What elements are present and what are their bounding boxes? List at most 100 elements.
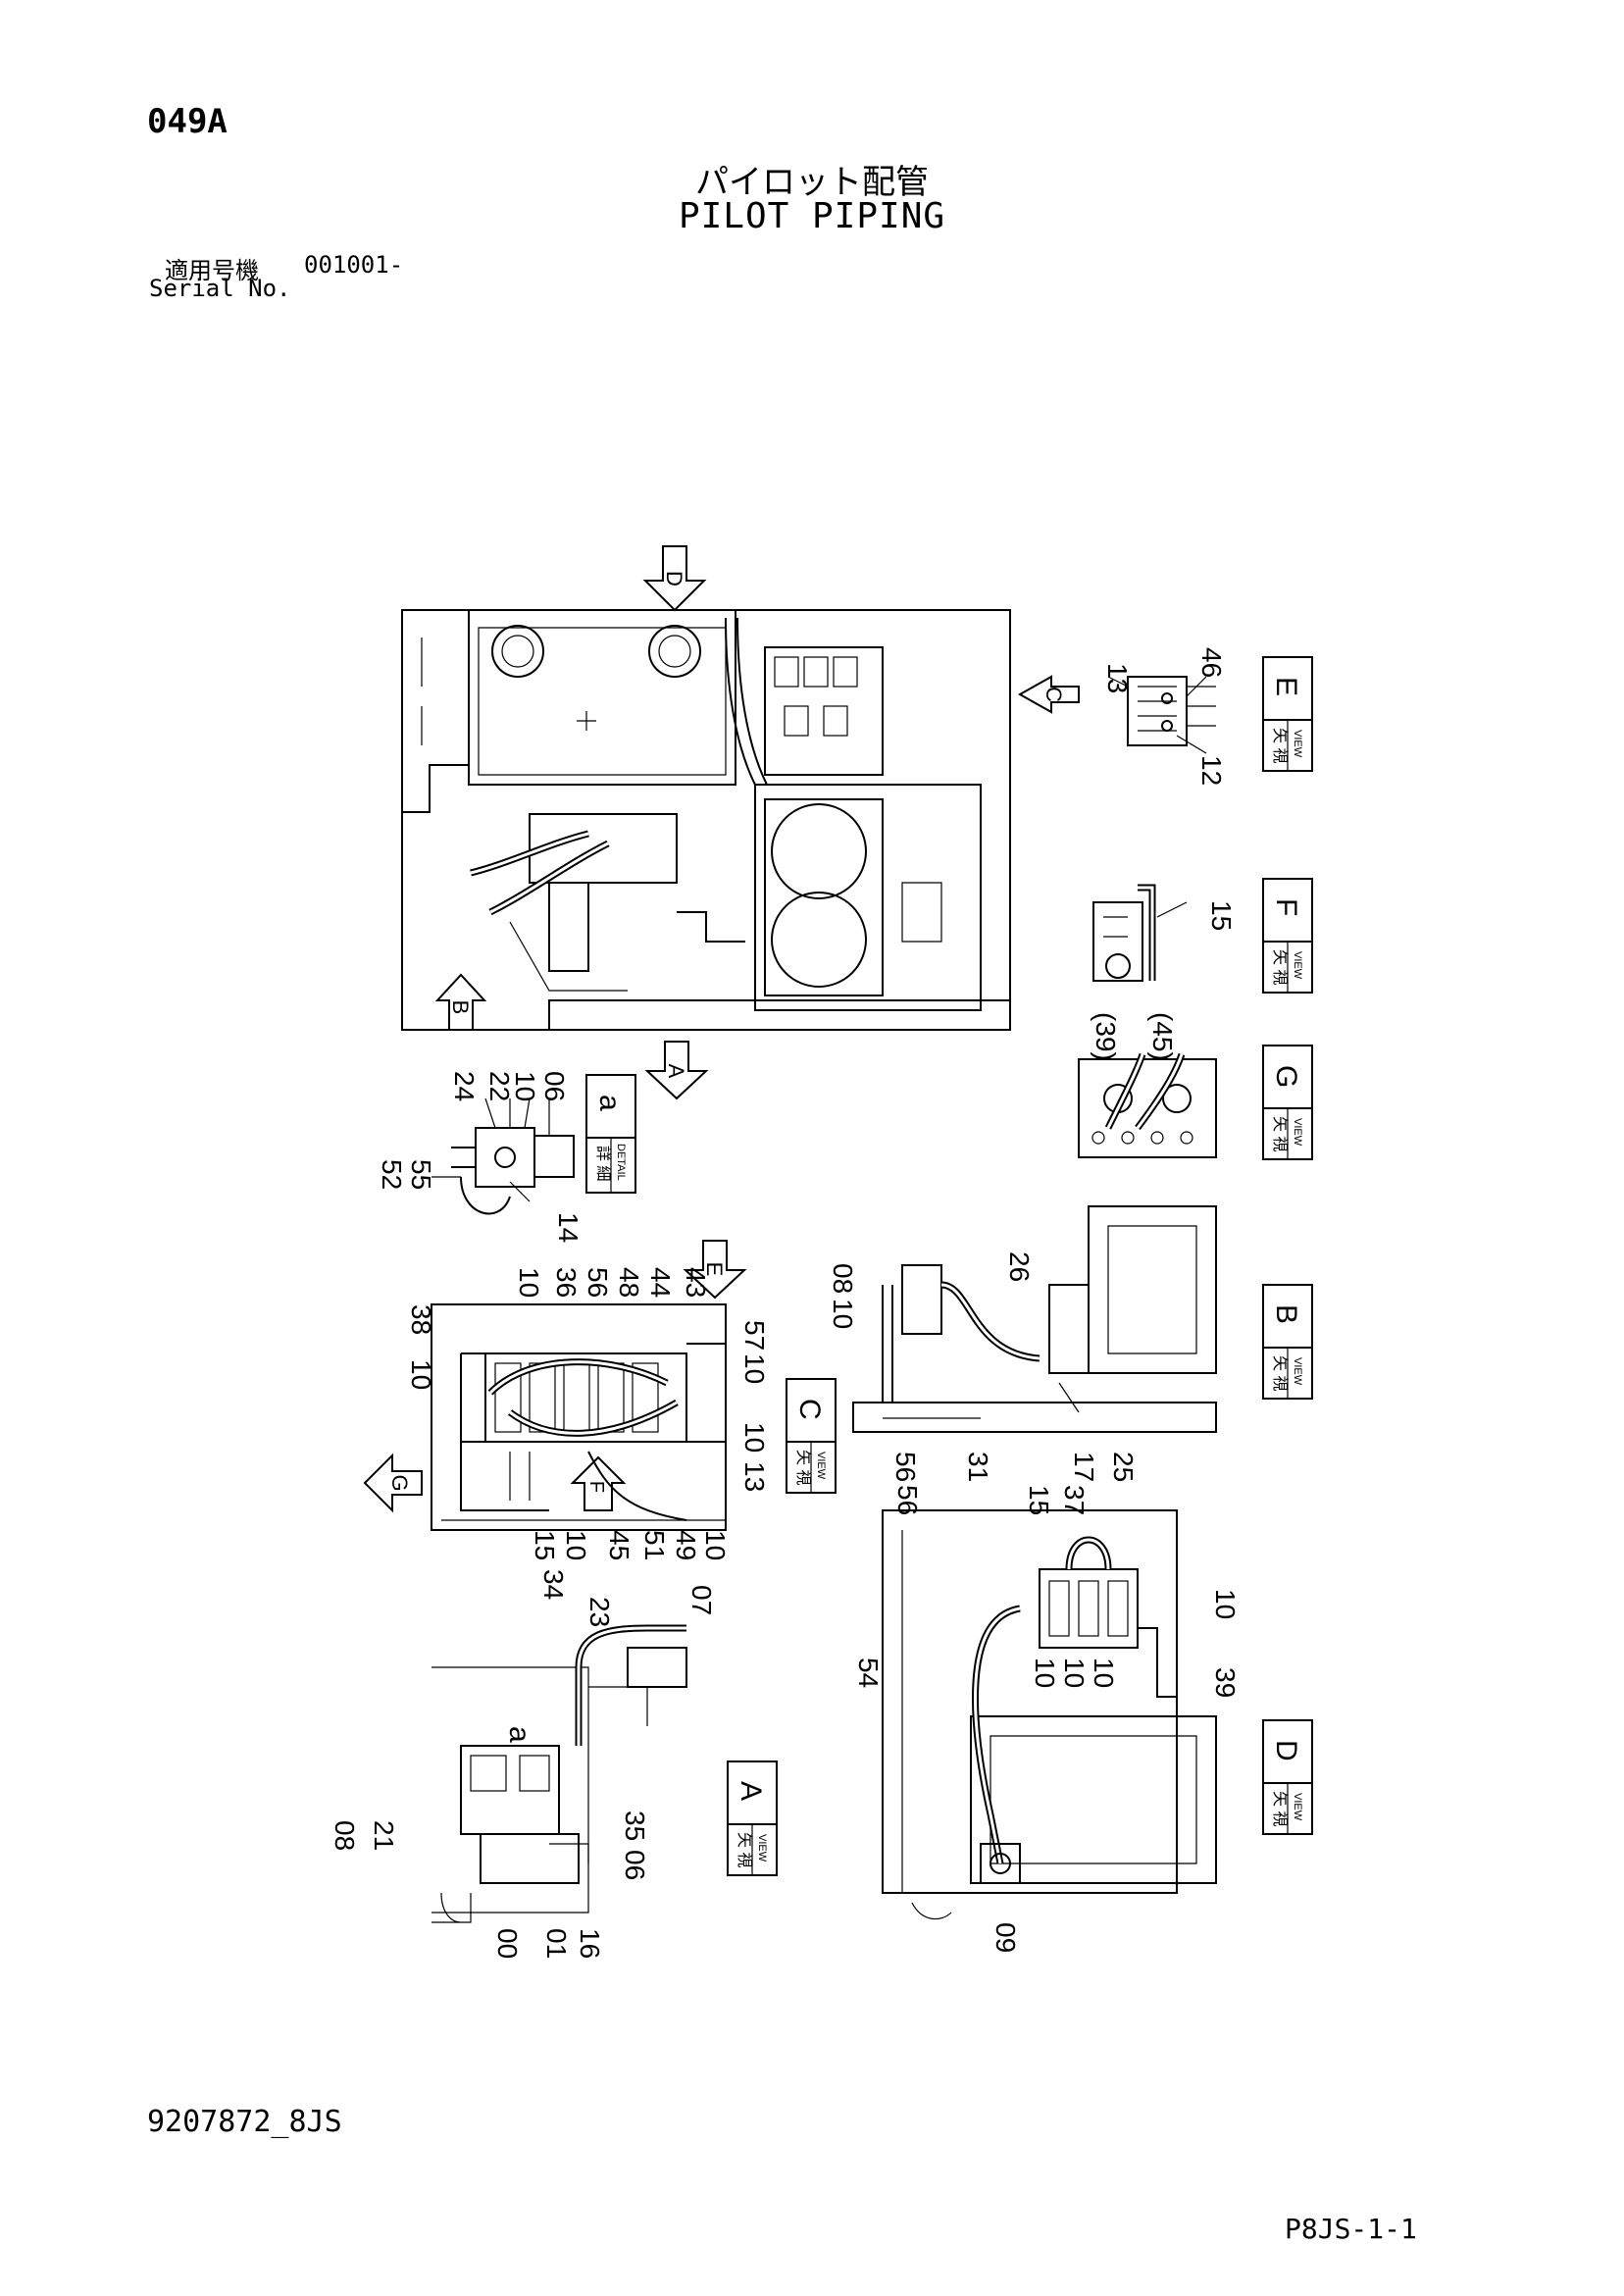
view-box-e-sub: VIEW: [1292, 730, 1303, 758]
page-reference: P8JS-1-1: [1285, 2213, 1417, 2245]
callout-d-10d: 10: [1089, 1658, 1119, 1688]
callout-b-08: 08: [828, 1263, 858, 1294]
view-box-e-letter: E: [1270, 677, 1302, 696]
callout-a-14: 14: [553, 1212, 584, 1243]
callout-c-10c: 10: [739, 1353, 770, 1384]
view-arrow-g-label: G: [387, 1474, 412, 1491]
view-box-g: 矢 視 VIEW G: [1262, 1045, 1313, 1160]
callout-c-10f: 10: [561, 1530, 591, 1560]
callout-va-23: 23: [584, 1597, 615, 1627]
callout-c-10e: 10: [700, 1530, 731, 1560]
callout-va-06: 06: [620, 1850, 650, 1880]
callout-g-39: (39): [1091, 1012, 1121, 1061]
callout-c-43: 43: [681, 1267, 711, 1298]
detail-box-a: 詳 細 DETAIL a: [585, 1074, 636, 1194]
callout-a-24: 24: [449, 1071, 480, 1101]
callout-va-35: 35: [620, 1811, 650, 1841]
callout-c-13: 13: [739, 1461, 770, 1492]
callout-d-10b: 10: [1030, 1658, 1060, 1688]
callout-e-46: 46: [1196, 647, 1227, 678]
serial-label-english: Serial No.: [149, 275, 291, 302]
callout-b-56: 56: [890, 1452, 921, 1482]
callout-g-45: (45): [1147, 1012, 1178, 1061]
view-arrow-g: G: [363, 1453, 423, 1513]
callout-a-22: 22: [484, 1071, 515, 1101]
callout-a-10: 10: [510, 1071, 540, 1101]
callout-a-52: 52: [377, 1159, 407, 1190]
detail-box-a-kanji: 詳 細: [594, 1146, 612, 1181]
view-arrow-a-label: A: [664, 1064, 688, 1079]
title-japanese: パイロット配管: [695, 163, 929, 202]
serial-label-japanese: 適用号機: [165, 257, 259, 284]
view-box-f-kanji: 矢 視: [1271, 949, 1289, 985]
callout-f-15: 15: [1206, 900, 1237, 931]
view-box-g-kanji: 矢 視: [1271, 1116, 1289, 1151]
callout-d-09: 09: [990, 1922, 1021, 1953]
view-box-d: 矢 視 VIEW D: [1262, 1719, 1313, 1835]
title-english: PILOT PIPING: [678, 196, 946, 236]
view-box-b-sub: VIEW: [1292, 1357, 1303, 1386]
serial-value: 001001-: [304, 251, 404, 279]
callout-c-49: 49: [671, 1530, 701, 1560]
callout-a-55: 55: [406, 1159, 436, 1190]
callout-d-39: 39: [1210, 1667, 1241, 1698]
view-box-b-kanji: 矢 視: [1271, 1355, 1289, 1391]
view-box-b: 矢 視 VIEW B: [1262, 1284, 1313, 1400]
view-box-a: 矢 視 VIEW A: [727, 1760, 778, 1876]
view-arrow-e: E: [683, 1240, 747, 1300]
callout-va-08: 08: [330, 1820, 360, 1851]
view-box-e-kanji: 矢 視: [1271, 728, 1289, 763]
callout-b-10: 10: [828, 1299, 858, 1329]
page-code: 049A: [147, 102, 228, 141]
detail-box-a-letter: a: [593, 1095, 626, 1111]
callout-c-38: 38: [406, 1304, 436, 1335]
callout-b-17: 17: [1069, 1452, 1099, 1482]
callout-va-34: 34: [538, 1569, 569, 1600]
document-number: 9207872_8JS: [147, 2105, 342, 2139]
view-arrow-b: B: [434, 973, 487, 1031]
callout-c-48: 48: [614, 1267, 644, 1298]
view-arrow-f: F: [570, 1455, 627, 1511]
callout-d-56: 56: [892, 1485, 923, 1515]
callout-c-10d: 10: [739, 1422, 770, 1453]
view-d-drawing: [882, 1509, 1217, 1920]
callout-c-10a: 10: [406, 1359, 436, 1390]
callout-va-00: 00: [492, 1928, 523, 1959]
callout-c-15: 15: [530, 1530, 560, 1560]
view-c-drawing: [431, 1303, 727, 1531]
view-e-drawing: [1107, 676, 1216, 754]
view-box-g-sub: VIEW: [1292, 1118, 1303, 1147]
callout-d-37: 37: [1059, 1485, 1090, 1515]
view-g-drawing: [1078, 1052, 1217, 1158]
view-box-b-letter: B: [1270, 1304, 1302, 1324]
callout-va-01: 01: [541, 1928, 572, 1959]
view-arrow-d-label: D: [662, 571, 686, 587]
view-f-drawing: [1092, 884, 1188, 982]
callout-b-25: 25: [1108, 1452, 1139, 1482]
view-box-c-letter: C: [793, 1399, 826, 1420]
view-b-drawing: [852, 1205, 1217, 1433]
view-box-c-sub: VIEW: [815, 1452, 827, 1480]
view-box-f-letter: F: [1270, 898, 1302, 916]
view-arrow-c: C: [1017, 675, 1080, 714]
callout-e-12: 12: [1196, 755, 1227, 786]
view-box-d-kanji: 矢 視: [1271, 1791, 1289, 1826]
callout-va-a: a: [503, 1726, 535, 1743]
view-arrow-f-label: F: [585, 1481, 607, 1493]
main-assembly: [401, 609, 1011, 1031]
callout-a-06: 06: [539, 1071, 570, 1101]
view-box-a-sub: VIEW: [756, 1834, 768, 1862]
callout-va-07: 07: [686, 1585, 717, 1615]
callout-b-31: 31: [963, 1452, 993, 1482]
callout-c-44: 44: [645, 1267, 676, 1298]
detail-a-drawing: [431, 1097, 575, 1215]
callout-d-10a: 10: [1210, 1589, 1241, 1619]
callout-d-10c: 10: [1059, 1658, 1090, 1688]
callout-c-51: 51: [639, 1530, 670, 1560]
view-arrow-e-label: E: [702, 1262, 727, 1277]
view-box-f-sub: VIEW: [1292, 951, 1303, 980]
callout-d-54: 54: [853, 1658, 884, 1688]
view-box-d-sub: VIEW: [1292, 1793, 1303, 1821]
callout-va-21: 21: [369, 1820, 399, 1851]
